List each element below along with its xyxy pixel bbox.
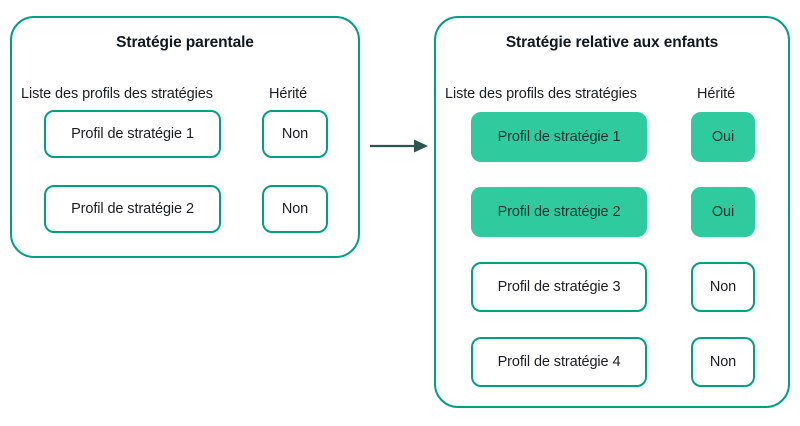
parent-profile-box-2[interactable]: Profil de stratégie 2 xyxy=(44,185,221,233)
parent-column-header-profiles: Liste des profils des stratégies xyxy=(21,86,213,102)
parent-column-header-inherited: Hérité xyxy=(269,86,308,102)
parent-column-headers: Liste des profils des stratégies Hérité xyxy=(12,86,358,108)
arrow-right-icon xyxy=(370,139,428,153)
parent-strategy-panel: Stratégie parentale Liste des profils de… xyxy=(10,16,360,258)
parent-inherited-badge-1[interactable]: Non xyxy=(262,110,328,158)
table-row: Profil de stratégie 4 Non xyxy=(436,337,788,387)
child-panel-title: Stratégie relative aux enfants xyxy=(505,34,719,51)
child-column-header-inherited: Hérité xyxy=(697,86,736,102)
parent-profile-box-1[interactable]: Profil de stratégie 1 xyxy=(44,110,221,158)
table-row: Profil de stratégie 1 Oui xyxy=(436,112,788,162)
child-profile-box-3[interactable]: Profil de stratégie 3 xyxy=(471,262,647,312)
child-column-headers: Liste des profils des stratégies Hérité xyxy=(436,86,788,108)
table-row: Profil de stratégie 1 Non xyxy=(12,110,358,158)
child-inherited-badge-3[interactable]: Non xyxy=(691,262,755,312)
parent-inherited-badge-2[interactable]: Non xyxy=(262,185,328,233)
table-row: Profil de stratégie 2 Oui xyxy=(436,187,788,237)
parent-panel-title: Stratégie parentale xyxy=(116,34,254,51)
child-profile-box-4[interactable]: Profil de stratégie 4 xyxy=(471,337,647,387)
child-column-header-profiles: Liste des profils des stratégies xyxy=(445,86,637,102)
child-strategy-panel: Stratégie relative aux enfants Liste des… xyxy=(434,16,790,408)
child-inherited-badge-1[interactable]: Oui xyxy=(691,112,755,162)
child-profile-box-1[interactable]: Profil de stratégie 1 xyxy=(471,112,647,162)
child-inherited-badge-2[interactable]: Oui xyxy=(691,187,755,237)
table-row: Profil de stratégie 2 Non xyxy=(12,185,358,233)
child-profile-box-2[interactable]: Profil de stratégie 2 xyxy=(471,187,647,237)
child-inherited-badge-4[interactable]: Non xyxy=(691,337,755,387)
table-row: Profil de stratégie 3 Non xyxy=(436,262,788,312)
